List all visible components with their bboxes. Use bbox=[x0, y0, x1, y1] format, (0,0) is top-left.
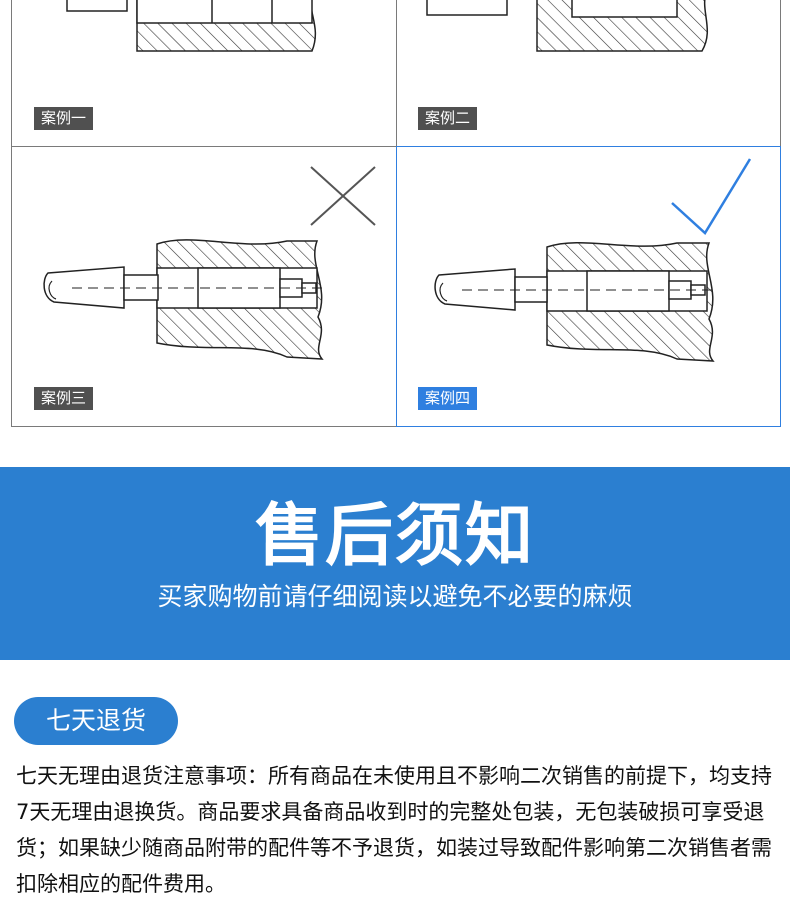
banner-title: 售后须知 bbox=[254, 497, 535, 576]
case-grid: 案例一 案例二 bbox=[11, 0, 781, 427]
case-panel-2: 案例二 bbox=[396, 0, 781, 147]
case-3-drawing bbox=[43, 239, 324, 360]
return-policy-tag: 七天退货 bbox=[14, 697, 178, 745]
banner-subtitle: 买家购物前请仔细阅读以避免不必要的麻烦 bbox=[157, 582, 633, 611]
case-1-drawing bbox=[66, 0, 317, 52]
check-icon bbox=[671, 158, 752, 235]
case-label-4: 案例四 bbox=[418, 387, 478, 410]
case-label-3: 案例三 bbox=[34, 387, 94, 410]
case-2-drawing bbox=[426, 0, 709, 52]
cross-icon bbox=[310, 166, 376, 226]
case-label-2: 案例二 bbox=[418, 107, 478, 130]
after-sales-banner: 售后须知 买家购物前请仔细阅读以避免不必要的麻烦 bbox=[0, 467, 790, 660]
case-panel-3: 案例三 bbox=[11, 146, 397, 427]
return-policy-text: 七天无理由退货注意事项：所有商品在未使用且不影响二次销售的前提下，均支持7天无理… bbox=[16, 764, 772, 896]
case-label-1: 案例一 bbox=[34, 107, 94, 130]
case-panel-4: 案例四 bbox=[396, 146, 781, 427]
case-panel-1: 案例一 bbox=[11, 0, 397, 147]
case-4-drawing bbox=[434, 241, 715, 362]
